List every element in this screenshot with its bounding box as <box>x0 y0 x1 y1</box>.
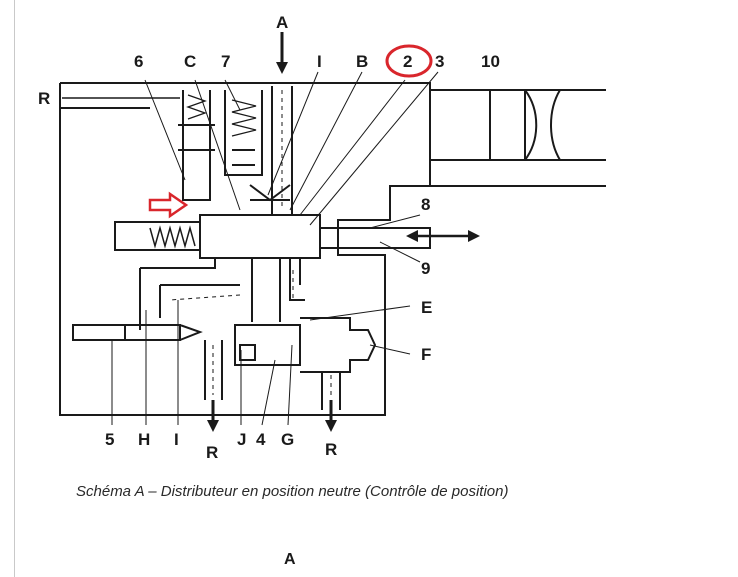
f-piston <box>300 317 377 373</box>
inner-housing-left <box>139 258 240 330</box>
double-arrowhead-right <box>468 230 480 242</box>
label-5: 5 <box>105 430 114 449</box>
leader-4 <box>261 359 276 426</box>
central-column <box>251 258 281 322</box>
leader-2 <box>299 79 406 216</box>
drain-passage-right <box>321 372 341 410</box>
spring-7 <box>231 99 257 137</box>
plunger-5 <box>72 324 203 341</box>
leader-3 <box>309 71 439 226</box>
spring-housing-6 <box>178 90 215 201</box>
double-arrowhead-left <box>406 230 418 242</box>
label-R-bottom-2: R <box>325 440 337 459</box>
leader-9 <box>379 241 421 263</box>
label-10: 10 <box>481 52 500 71</box>
label-4: 4 <box>256 430 266 449</box>
drain-arrowhead-2 <box>325 420 337 432</box>
label-8: 8 <box>421 195 430 214</box>
label-B: B <box>356 52 368 71</box>
label-6: 6 <box>134 52 143 71</box>
label-C: C <box>184 52 196 71</box>
spool-main <box>199 214 321 259</box>
hollow-arrow-right-icon <box>148 191 189 219</box>
housing-outline <box>59 82 606 416</box>
label-A: A <box>276 13 288 32</box>
inlet-channel <box>271 86 293 215</box>
circle-marker-icon <box>385 44 433 78</box>
leader-6 <box>144 79 186 181</box>
label-I-bottom: I <box>174 430 179 449</box>
page-edge-rule <box>14 0 15 577</box>
label-G: G <box>281 430 294 449</box>
drain-arrowhead-1 <box>207 420 219 432</box>
leader-I <box>267 71 319 196</box>
flow-left <box>169 294 241 301</box>
leader-B <box>289 71 363 211</box>
leader-F <box>369 344 411 355</box>
leader-E <box>309 305 411 321</box>
figure-caption: Schéma A – Distributeur en position neut… <box>76 483 509 500</box>
valve-seat <box>249 184 291 202</box>
label-3: 3 <box>435 52 444 71</box>
label-J: J <box>237 430 246 449</box>
label-R-bottom-1: R <box>206 443 218 462</box>
spring-housing-7 <box>224 90 263 176</box>
label-F: F <box>421 345 431 364</box>
label-9: 9 <box>421 259 430 278</box>
label-7: 7 <box>221 52 230 71</box>
cylinder-10 <box>489 89 570 161</box>
piston-block <box>234 324 301 366</box>
inlet-arrowhead <box>276 62 288 74</box>
drain-passage-left <box>204 340 223 400</box>
label-2: 2 <box>403 52 412 71</box>
label-H: H <box>138 430 150 449</box>
footer-label: A <box>284 551 296 568</box>
label-R-left: R <box>38 89 50 108</box>
spool-rod <box>320 227 431 249</box>
leader-7 <box>224 79 241 111</box>
label-I-top: I <box>317 52 322 71</box>
leader-G <box>287 344 293 426</box>
label-E: E <box>421 298 432 317</box>
right-passage <box>289 258 305 301</box>
leader-8 <box>369 214 421 229</box>
spool-spring <box>149 225 196 249</box>
spring-6 <box>186 94 207 120</box>
